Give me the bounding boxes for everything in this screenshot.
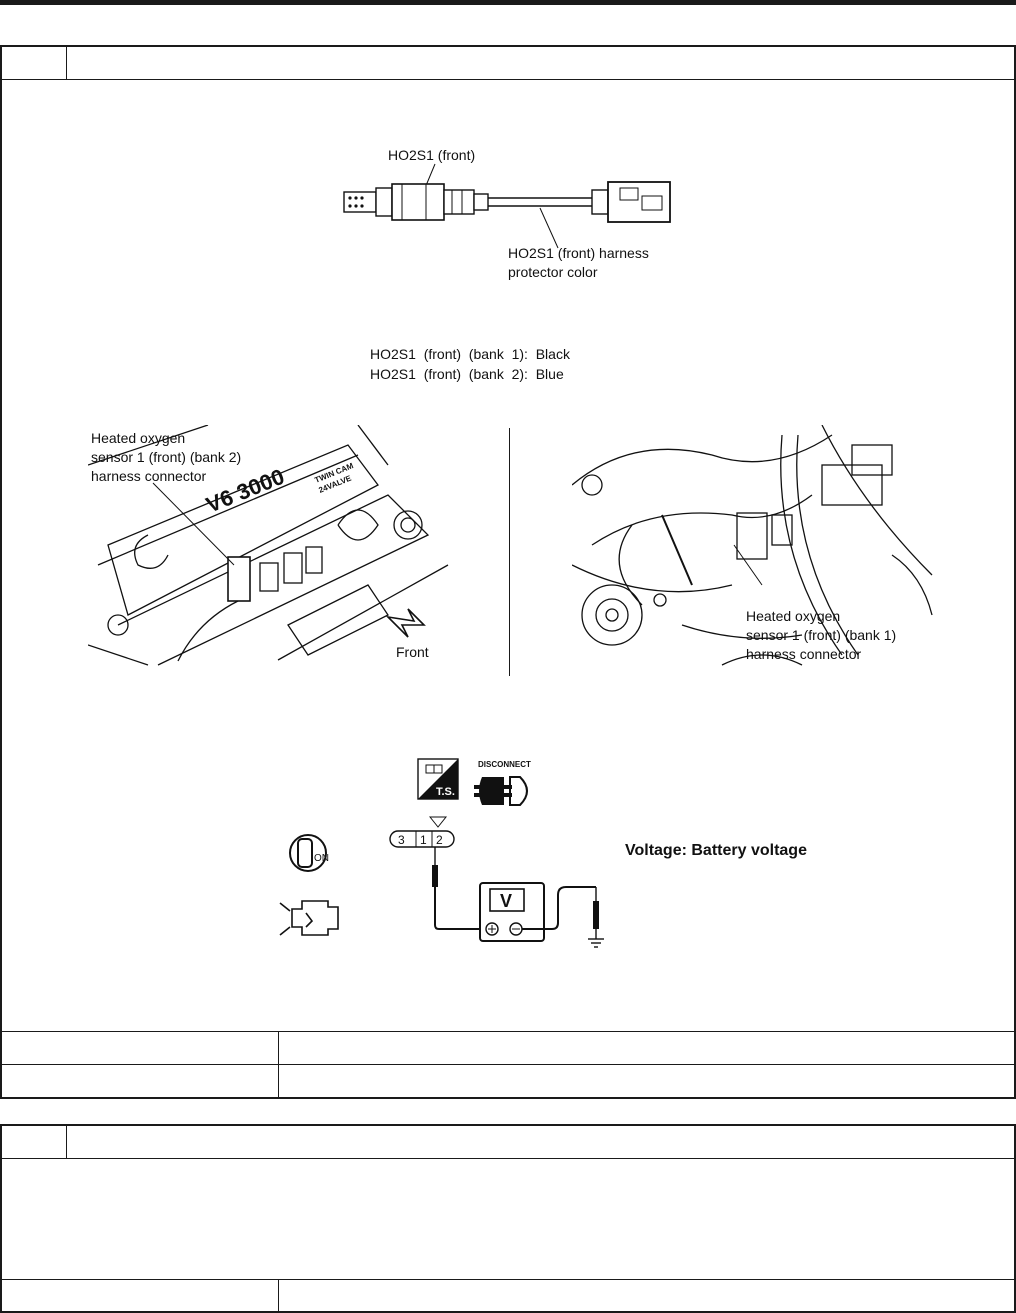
key-on-label: ON [314, 853, 329, 864]
step-header-rule-2 [1, 1158, 1014, 1159]
engine-right-label-line1: Heated oxygen [746, 608, 840, 624]
front-arrow-icon [385, 608, 426, 638]
step2-result-row-rule [1, 1279, 1014, 1280]
voltage-result: Voltage: Battery voltage [625, 842, 807, 859]
bank2-color-note: HO2S1 (front) (bank 2): Blue [370, 366, 564, 382]
step-number-divider-2 [66, 1125, 67, 1158]
terminal-1: 1 [420, 833, 427, 847]
harness-label-line2: protector color [508, 264, 598, 280]
step-box-1 [0, 45, 1016, 1099]
sensor-label: HO2S1 (front) [388, 147, 475, 163]
ground-icon [588, 938, 604, 948]
terminal-3: 3 [398, 833, 405, 847]
ignition-key-on-icon: ON [289, 834, 329, 872]
engine-icon [279, 900, 339, 936]
meter-symbol: V [500, 891, 512, 911]
connector-terminals: 3 1 2 [389, 816, 455, 848]
engine-left-label-line1: Heated oxygen [91, 430, 185, 446]
page-top-rule [0, 0, 1016, 5]
bank1-color-note: HO2S1 (front) (bank 1): Black [370, 346, 570, 362]
step-number-divider-1 [66, 46, 67, 80]
engine-right-label-line2: sensor 1 (front) (bank 1) [746, 627, 896, 643]
ts-badge: T.S. [436, 786, 455, 798]
disconnect-label: DISCONNECT [478, 760, 531, 769]
ts-icon: T.S. [417, 758, 459, 800]
engine-right-label-line3: harness connector [746, 646, 862, 662]
sensor-diagram: HO2S1 (front) HO2S1 (front) harness prot… [343, 147, 671, 280]
step1-result-row-rule-1 [1, 1031, 1014, 1032]
engine-mark: V6 3000 [203, 464, 288, 518]
engine-left-label-line3: harness connector [91, 468, 207, 484]
step-header-rule-1 [1, 79, 1014, 80]
step1-result-row-rule-2 [1, 1064, 1014, 1065]
voltage-check-diagram: T.S. DISCONNECT ON 3 1 2 V [279, 758, 807, 948]
step2-result-col-divider [278, 1280, 279, 1311]
illustration-divider [509, 428, 510, 676]
harness-label-line1: HO2S1 (front) harness [508, 245, 649, 261]
engine-bank2-illustration: V6 3000 TWIN CAM 24VALVE Heated oxygen s… [88, 425, 449, 666]
terminal-2: 2 [436, 833, 443, 847]
step-box-2 [0, 1124, 1016, 1313]
step1-result-col-divider [278, 1032, 279, 1097]
front-label: Front [396, 644, 429, 660]
engine-bank1-illustration: Heated oxygen sensor 1 (front) (bank 1) … [572, 425, 933, 666]
voltmeter: V [479, 882, 545, 942]
engine-left-label-line2: sensor 1 (front) (bank 2) [91, 449, 241, 465]
disconnect-icon: DISCONNECT [474, 760, 531, 806]
